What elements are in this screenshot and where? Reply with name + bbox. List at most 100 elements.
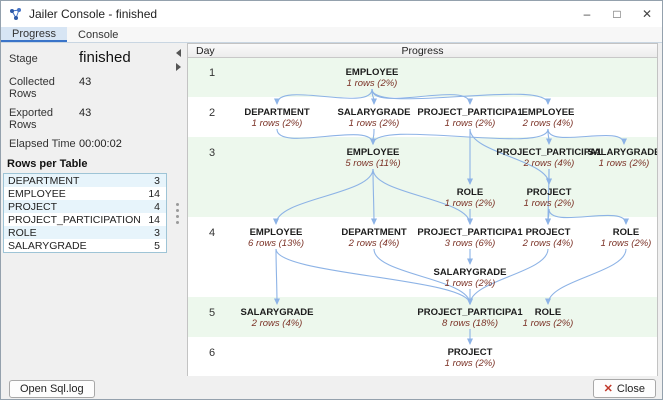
tab-progress[interactable]: Progress [1, 27, 68, 42]
node-row-count: 6 rows (13%) [248, 238, 304, 249]
day-number: 5 [209, 307, 215, 319]
table-row[interactable]: DEPARTMENT 3 [4, 174, 166, 187]
dependency-edge [372, 168, 473, 225]
node-table-name: ROLE [535, 307, 561, 318]
stage-row: Stage finished [9, 49, 169, 66]
day-band [188, 217, 657, 297]
node-table-name: PROJECT_PARTICIPA1 [417, 307, 523, 318]
dependency-edge [274, 88, 373, 105]
minimize-button[interactable]: – [583, 7, 591, 21]
day-band [188, 58, 657, 97]
node-row-count: 1 rows (2%) [601, 238, 652, 249]
node-table-name: DEPARTMENT [341, 227, 406, 238]
node-table-name: EMPLOYEE [347, 147, 400, 158]
dependency-edge [370, 168, 377, 225]
jailer-app-icon [9, 7, 23, 21]
day-number: 1 [209, 67, 215, 79]
table-row[interactable]: EMPLOYEE 14 [8, 187, 160, 200]
rows-per-table-title: Rows per Table [7, 158, 88, 170]
day-band [188, 337, 657, 376]
node-row-count: 2 rows (4%) [522, 238, 574, 249]
collected-rows-value: 43 [79, 76, 92, 88]
panel-splitter[interactable] [169, 43, 187, 376]
node-table-name: PROJECT [526, 227, 571, 238]
title-bar: Jailer Console - finished – □ ✕ [1, 1, 662, 27]
node-table-name: SALARYGRADE [240, 307, 313, 318]
collected-rows-label: Collected Rows [9, 76, 55, 100]
table-row[interactable]: PROJECT 4 [4, 200, 166, 213]
elapsed-time-label: Elapsed Time [9, 138, 76, 150]
close-x-icon: ✕ [603, 383, 613, 395]
exported-rows-label: Exported Rows [9, 107, 54, 131]
node-row-count: 5 rows (11%) [345, 158, 400, 169]
node-table-name: EMPLOYEE [250, 227, 303, 238]
exported-rows-row: Exported Rows 43 [9, 107, 169, 131]
open-sql-log-button[interactable]: Open Sql.log [9, 380, 95, 398]
node-row-count: 1 rows (2%) [347, 78, 398, 89]
node-row-count: 1 rows (2%) [445, 118, 496, 129]
dependency-edge [370, 128, 549, 145]
dependency-edge [547, 128, 627, 145]
dependency-edge [371, 88, 551, 105]
collapse-right-icon[interactable] [176, 63, 181, 71]
close-window-button[interactable]: ✕ [641, 7, 653, 21]
day-number: 2 [209, 107, 215, 119]
tab-console[interactable]: Console [78, 29, 119, 41]
table-row[interactable]: SALARYGRADE 5 [8, 239, 160, 252]
node-row-count: 1 rows (2%) [523, 318, 574, 329]
dependency-edge [545, 248, 627, 305]
day-column-header: Day [196, 45, 215, 57]
node-row-count: 3 rows (6%) [445, 238, 496, 249]
node-table-name: PROJECT_PARTICIPA1 [417, 107, 523, 118]
node-row-count: 1 rows (2%) [445, 358, 496, 369]
window-title: Jailer Console - finished [29, 7, 158, 21]
node-row-count: 1 rows (2%) [599, 158, 650, 169]
node-table-name: PROJECT_PARTICIPA1 [496, 147, 602, 158]
day-number: 3 [209, 147, 215, 159]
exported-rows-value: 43 [79, 107, 92, 119]
day-number: 4 [209, 227, 215, 239]
table-row[interactable]: PROJECT_PARTICIPATION 14 [8, 213, 160, 226]
node-table-name: PROJECT_PARTICIPA1 [417, 227, 523, 238]
node-table-name: SALARYGRADE [433, 267, 506, 278]
dependency-edge [273, 248, 280, 305]
day-band [188, 97, 657, 137]
node-table-name: ROLE [457, 187, 483, 198]
table-row[interactable]: ROLE 3 [4, 226, 166, 239]
dependency-edge [548, 208, 629, 225]
rows-per-table-list: DEPARTMENT 3 EMPLOYEE 14 PROJECT 4 PROJE… [3, 173, 167, 253]
day-band [188, 137, 657, 217]
node-row-count: 2 rows (4%) [348, 238, 400, 249]
node-table-name: PROJECT [527, 187, 572, 198]
collapse-left-icon[interactable] [176, 49, 181, 57]
node-row-count: 1 rows (2%) [445, 278, 496, 289]
node-table-name: ROLE [613, 227, 639, 238]
node-row-count: 2 rows (4%) [522, 118, 574, 129]
close-button[interactable]: ✕ Close [592, 379, 656, 398]
maximize-button[interactable]: □ [613, 7, 621, 21]
footer-bar: Open Sql.log ✕ Close [1, 376, 662, 399]
